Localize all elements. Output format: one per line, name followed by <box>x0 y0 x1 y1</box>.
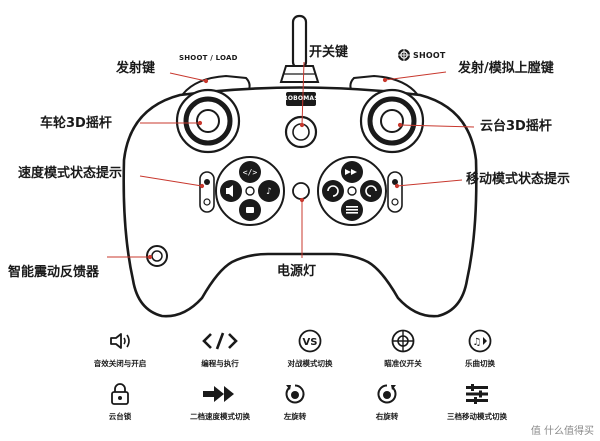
music-icon: ♫ <box>468 329 492 353</box>
legend-label: 二档速度模式切换 <box>190 412 250 421</box>
power-button <box>284 92 318 149</box>
callout-vibration: 智能震动反馈器 <box>8 265 100 280</box>
lock-icon <box>111 383 129 405</box>
svg-text:♪: ♪ <box>266 187 272 197</box>
antenna <box>279 14 320 83</box>
power-led <box>292 182 310 200</box>
svg-text:</>: </> <box>243 168 258 177</box>
callout-speed-mode: 速度模式状态提示 <box>18 166 123 181</box>
callout-fire-mock-load: 发射/模拟上膛键 <box>458 61 554 76</box>
legend-item: ♫ 乐曲切换 <box>430 328 530 369</box>
shoot-load-tag: SHOOT / LOAD <box>179 54 238 62</box>
svg-text:VS: VS <box>303 337 318 348</box>
legend-item: 云台锁 <box>70 381 170 422</box>
speaker-icon <box>110 333 130 349</box>
legend-item: 瞄准仪开关 <box>353 328 453 369</box>
legend-item: 音效关闭与开启 <box>70 328 170 369</box>
leader-lines <box>107 61 475 260</box>
rotate-left-icon <box>285 384 305 404</box>
crosshair-icon <box>391 329 415 353</box>
callout-power-led: 电源灯 <box>277 264 317 279</box>
callout-move-mode: 移动模式状态提示 <box>466 172 571 187</box>
callout-gimbal-stick: 云台3D摇杆 <box>480 119 552 134</box>
svg-text:♫: ♫ <box>473 337 482 348</box>
brand-mark: ROBOMASTER <box>283 95 319 102</box>
code-icon <box>202 332 238 350</box>
vibration-feedback <box>146 245 168 267</box>
watermark-text: 值 什么值得买 <box>530 426 594 437</box>
legend-item: 左旋转 <box>245 381 345 422</box>
legend-label: 左旋转 <box>283 412 307 421</box>
legend-item: 右旋转 <box>337 381 437 422</box>
callout-wheel-stick: 车轮3D摇杆 <box>40 116 112 131</box>
legend-item: 编程与执行 <box>170 328 270 369</box>
legend-label: 音效关闭与开启 <box>93 359 147 368</box>
callout-power-key: 开关键 <box>309 45 349 60</box>
left-button-cluster: </> ♪ <box>199 156 285 226</box>
crosshair-icon <box>398 49 410 61</box>
legend-label: 瞄准仪开关 <box>384 359 422 368</box>
double-arrow-icon <box>203 386 234 402</box>
vs-icon: VS <box>298 329 322 353</box>
legend-label: 云台锁 <box>108 412 132 421</box>
legend-label: 对战模式切换 <box>287 359 333 368</box>
right-button-cluster <box>317 156 403 226</box>
legend-item: 三档移动模式切换 <box>427 381 527 422</box>
legend-item: 二档速度模式切换 <box>170 381 270 422</box>
left-3d-stick <box>175 88 241 154</box>
watermark: 值 什么值得买 <box>531 422 594 437</box>
shoot-tag-label: SHOOT <box>413 50 446 60</box>
shoot-tag: SHOOT <box>397 48 446 62</box>
legend-label: 三档移动模式切换 <box>447 412 507 421</box>
right-3d-stick <box>359 88 425 154</box>
legend-item: VS 对战模式切换 <box>260 328 360 369</box>
legend-label: 右旋转 <box>375 412 399 421</box>
legend-label: 乐曲切换 <box>465 359 495 368</box>
legend-label: 编程与执行 <box>201 359 239 368</box>
rotate-right-icon <box>377 384 397 404</box>
three-bars-icon <box>466 384 488 404</box>
callout-fire-key: 发射键 <box>116 61 156 76</box>
